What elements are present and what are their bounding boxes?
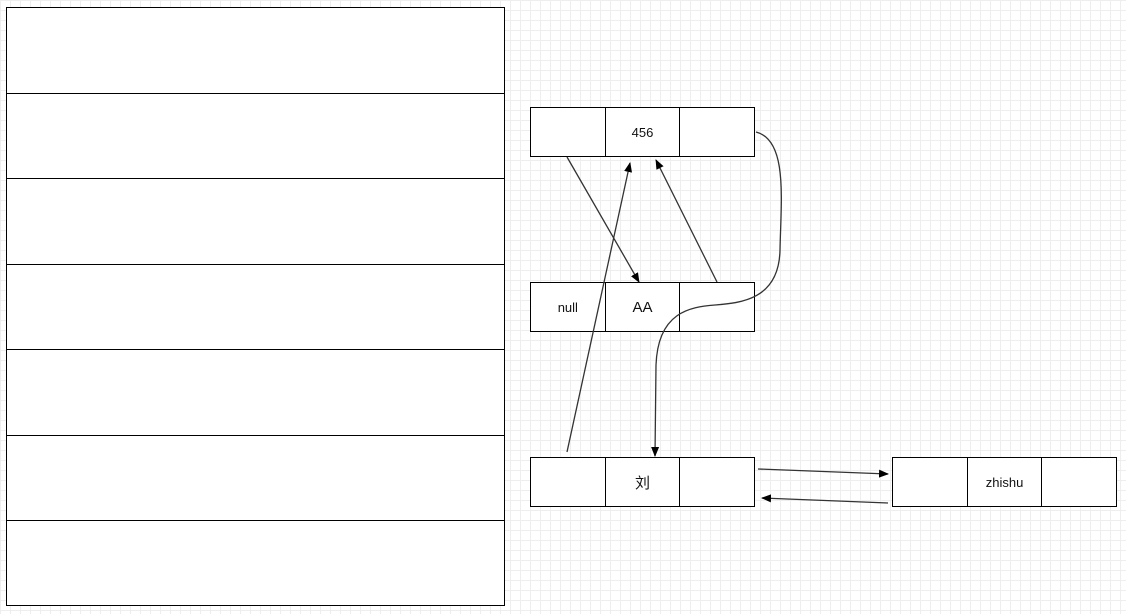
node-liu-next-cell bbox=[679, 458, 754, 506]
table-row-divider bbox=[7, 264, 504, 265]
table-row-divider bbox=[7, 349, 504, 350]
arrow-456-prev-to-aa bbox=[566, 156, 640, 283]
node-zhishu-prev-cell bbox=[893, 458, 967, 506]
node-liu: 刘 bbox=[530, 457, 755, 507]
node-aa-next-cell bbox=[679, 283, 754, 331]
node-aa-value-cell: AA bbox=[604, 283, 680, 331]
node-456-next-cell bbox=[679, 108, 754, 156]
table-row-divider bbox=[7, 520, 504, 521]
node-liu-prev-cell bbox=[531, 458, 605, 506]
node-aa-prev-cell: null bbox=[557, 299, 578, 315]
node-zhishu: zhishu bbox=[892, 457, 1117, 507]
node-456-prev-cell bbox=[531, 108, 605, 156]
arrow-aa-next-to-456 bbox=[655, 159, 718, 283]
node-zhishu-next-cell bbox=[1041, 458, 1116, 506]
arrow-liu-next-to-zhishu bbox=[757, 468, 889, 478]
arrow-zhishu-prev-to-liu bbox=[761, 494, 889, 504]
node-456-value-cell: 456 bbox=[604, 108, 680, 156]
table-row-divider bbox=[7, 93, 504, 94]
table-row-divider bbox=[7, 435, 504, 436]
node-liu-value-cell: 刘 bbox=[604, 458, 680, 506]
node-aa: null AA bbox=[530, 282, 755, 332]
node-zhishu-value-cell: zhishu bbox=[966, 458, 1042, 506]
table-row-divider bbox=[7, 178, 504, 179]
table-stack bbox=[6, 7, 505, 606]
node-456: 456 bbox=[530, 107, 755, 157]
